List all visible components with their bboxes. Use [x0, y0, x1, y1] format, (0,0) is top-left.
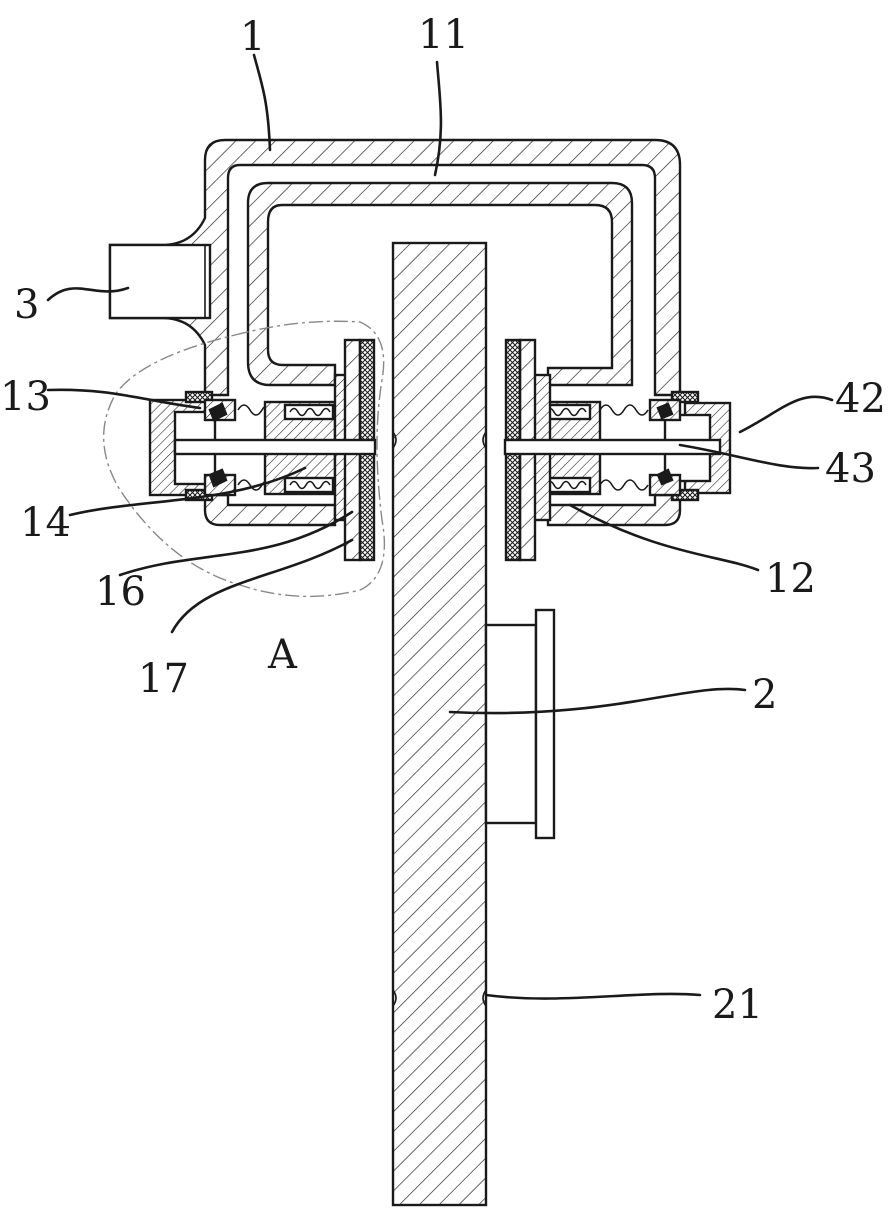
label-14: 14 [20, 500, 71, 546]
label-21: 21 [712, 982, 763, 1028]
label-11: 11 [418, 12, 469, 58]
label-1: 1 [240, 14, 265, 60]
label-2: 2 [752, 672, 777, 718]
label-42: 42 [835, 376, 886, 422]
label-13: 13 [0, 374, 51, 420]
leader-1 [254, 55, 270, 150]
label-17: 17 [138, 656, 189, 702]
leader-17 [172, 540, 352, 632]
leader-42 [740, 397, 832, 432]
leader-21 [486, 994, 700, 999]
label-12: 12 [765, 556, 816, 602]
label-43: 43 [825, 446, 876, 492]
label-a: A [267, 632, 298, 678]
label-3: 3 [14, 282, 39, 328]
label-16: 16 [95, 569, 146, 615]
